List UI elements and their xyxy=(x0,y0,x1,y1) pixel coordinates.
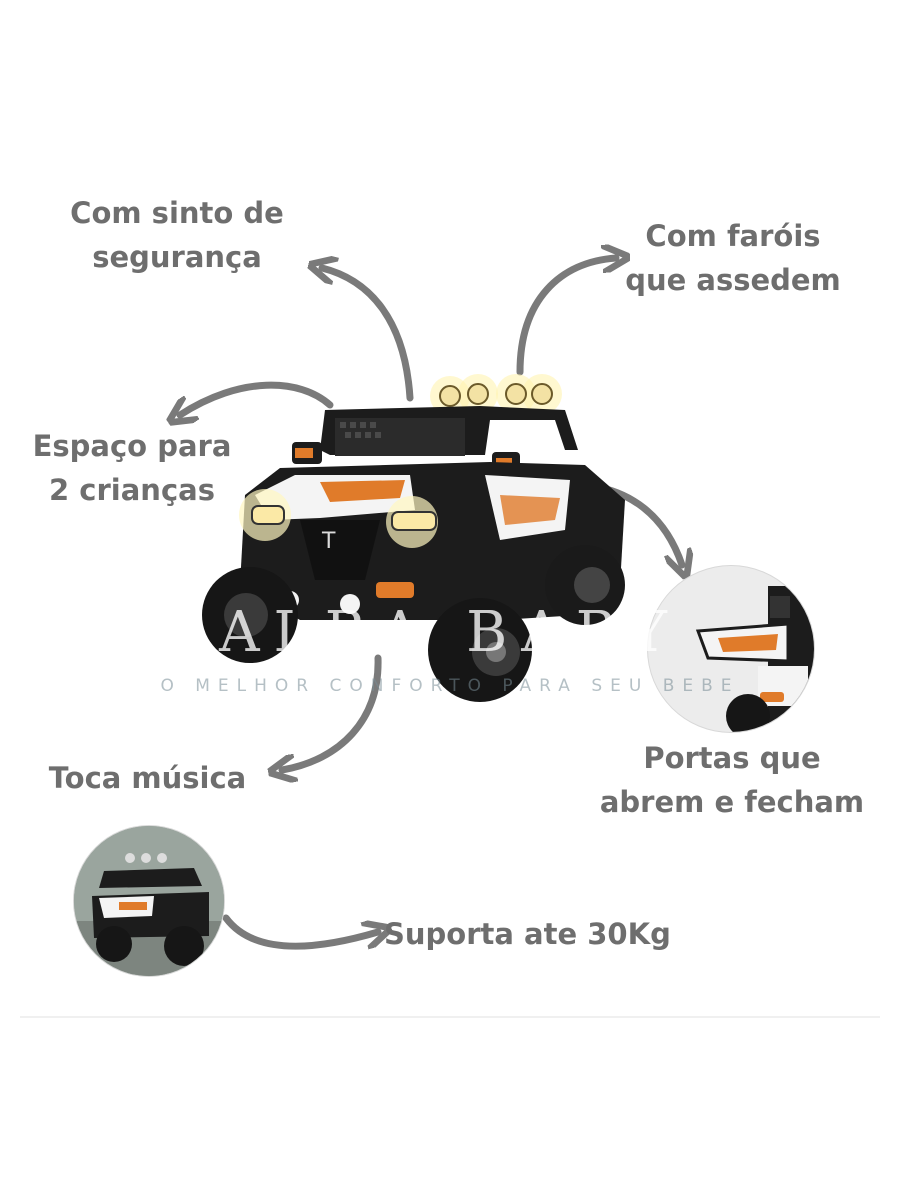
feature-lights-label: Com faróis que assedem xyxy=(618,214,848,302)
feature-seatbelt-label: Com sinto de segurança xyxy=(62,191,292,279)
arrow-seatbelt xyxy=(322,268,414,402)
feature-weight-label: Suporta ate 30Kg xyxy=(384,912,674,956)
arrow-seats xyxy=(180,381,334,415)
feature-doors-line1: Portas que xyxy=(643,741,821,775)
feature-doors-label: Portas que abrem e fecham xyxy=(592,736,872,824)
arrow-music xyxy=(282,654,382,770)
feature-lights-line2: que assedem xyxy=(625,263,841,297)
feature-lights-line1: Com faróis xyxy=(645,219,821,253)
arrow-lights xyxy=(516,258,616,376)
svg-text:T: T xyxy=(321,529,336,554)
feature-seats-line1: Espaço para xyxy=(32,429,232,463)
doors-detail-image xyxy=(648,566,814,732)
weight-detail-image xyxy=(74,826,224,976)
watermark-tagline: O MELHOR CONFORTO PARA SEU BEBE xyxy=(160,676,740,696)
ride-on-car-image: T xyxy=(202,374,625,702)
watermark-brand: ALBA BABY xyxy=(219,600,681,665)
feature-music-label: Toca música xyxy=(40,756,255,800)
feature-seatbelt-line2: segurança xyxy=(92,240,262,274)
roof-lights xyxy=(430,374,562,416)
feature-music-text: Toca música xyxy=(48,761,247,795)
feature-weight-text: Suporta ate 30Kg xyxy=(384,917,671,951)
feature-seats-label: Espaço para 2 crianças xyxy=(17,424,247,512)
feature-seats-line2: 2 crianças xyxy=(49,473,215,507)
feature-seatbelt-line1: Com sinto de xyxy=(70,196,284,230)
feature-doors-line2: abrem e fecham xyxy=(599,785,865,819)
arrow-weight xyxy=(222,914,378,950)
